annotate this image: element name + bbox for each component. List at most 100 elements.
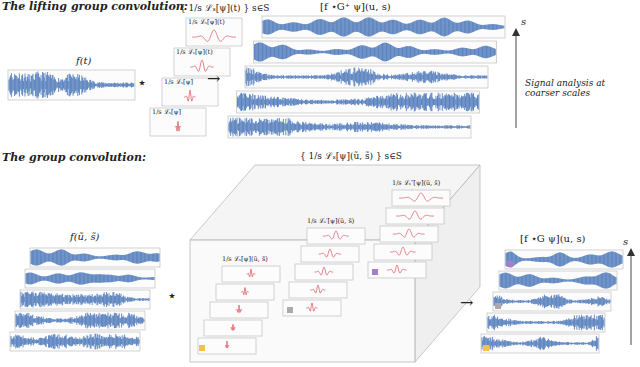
signal-waveform	[9, 72, 134, 99]
annotation: Signal analysis at coarser scales	[525, 78, 633, 99]
section-heading: The lifting group convolution:	[2, 1, 188, 14]
signal-waveform	[238, 93, 479, 112]
arrow-symbol: →	[207, 70, 220, 88]
position-marker	[372, 269, 378, 275]
wavelet-filter	[314, 267, 333, 275]
signal-plane	[237, 91, 480, 113]
axis-label: s	[623, 236, 628, 248]
arrow-symbol: →	[460, 294, 473, 312]
filter-label: 1/s ℒₛ[ψ](ũ, s̃)	[222, 256, 268, 263]
signal-waveform	[246, 68, 487, 87]
axis-label: s	[521, 16, 526, 28]
signal-waveform	[263, 18, 504, 37]
signal-plane	[25, 269, 155, 288]
position-marker	[507, 261, 513, 267]
signal-plane	[262, 16, 505, 38]
wavelet-filter	[323, 231, 349, 239]
filter-label: 1/s ℒₛ[ψ]	[164, 79, 193, 86]
filter-bank-label: { 1/s ℒₛ[ψ](ũ, s̃) } s∈S	[300, 151, 402, 161]
signal-waveform	[26, 272, 154, 284]
filter-label: 1/s ℒₛ[ψ]	[152, 109, 181, 116]
position-marker	[287, 307, 293, 313]
signal-plane	[174, 48, 230, 76]
signal-plane	[216, 284, 274, 300]
output-label: [f ⋆G⁺ ψ](u, s)	[320, 1, 391, 13]
wavelet-filter	[399, 193, 443, 201]
signal-plane	[222, 266, 280, 282]
signal-plane	[228, 116, 471, 138]
signal-plane	[10, 332, 140, 351]
signal-plane	[283, 300, 341, 316]
signal-plane	[295, 264, 353, 280]
signal-plane	[301, 246, 359, 262]
wavelet-filter	[236, 305, 242, 313]
signal-plane	[368, 262, 426, 278]
position-marker	[495, 303, 501, 309]
signal-name: f(ũ, s̃)	[70, 231, 99, 243]
wavelet-filter	[192, 30, 236, 41]
signal-plane	[8, 70, 135, 100]
filter-bank-label: { 1/s ℒₛ[ψ](t) } s∈S	[180, 3, 269, 13]
signal-plane	[245, 66, 488, 88]
signal-plane	[30, 248, 160, 267]
filter-label: 1/s ℒₛ[ψ](t)	[188, 19, 225, 26]
signal-plane	[150, 108, 206, 136]
convolution-symbol: ⋆	[137, 74, 147, 92]
wavelet-filter	[241, 288, 249, 295]
signal-waveform	[16, 313, 144, 329]
wavelet-filter	[310, 285, 325, 293]
signal-plane	[392, 190, 450, 206]
signal-plane	[307, 228, 365, 244]
wavelet-filter	[390, 247, 416, 255]
signal-waveform	[21, 292, 149, 308]
filter-label: 1/s ℒₛ′[ψ](ũ, s̃)	[307, 218, 354, 225]
signal-waveform	[494, 294, 610, 309]
signal-plane	[493, 292, 611, 311]
signal-name: f(t)	[76, 55, 92, 67]
signal-plane	[20, 290, 150, 309]
signal-plane	[186, 18, 242, 46]
signal-plane	[505, 250, 623, 269]
convolution-symbol: ⋆	[167, 287, 177, 305]
signal-plane	[254, 41, 497, 63]
signal-waveform	[506, 252, 622, 268]
signal-waveform	[31, 250, 159, 266]
signal-waveform	[500, 273, 616, 289]
wavelet-filter	[396, 211, 434, 219]
signal-plane	[210, 302, 268, 318]
wavelet-filter	[175, 122, 181, 132]
scale-axis	[631, 252, 632, 345]
position-marker	[199, 345, 205, 351]
output-label: [f ⋆G ψ](u, s)	[520, 233, 585, 245]
filter-label: 1/s ℒₛ″[ψ](ũ, s̃)	[392, 180, 440, 187]
signal-waveform	[229, 118, 470, 137]
wavelet-filter	[306, 303, 318, 311]
signal-plane	[481, 334, 599, 353]
signal-plane	[204, 320, 262, 336]
signal-plane	[380, 226, 438, 242]
signal-plane	[499, 271, 617, 290]
signal-waveform	[482, 336, 598, 351]
signal-plane	[487, 313, 605, 332]
signal-waveform	[488, 315, 604, 331]
wavelet-filter	[393, 229, 425, 237]
signal-plane	[386, 208, 444, 224]
wavelet-filter	[230, 324, 235, 330]
wavelet-filter	[225, 341, 229, 348]
scale-axis	[516, 32, 517, 128]
signal-waveform	[255, 43, 496, 62]
wavelet-filter	[184, 90, 196, 101]
section-heading: The group convolution:	[2, 152, 146, 165]
wavelet-filter	[319, 249, 341, 257]
signal-plane	[15, 311, 145, 330]
filter-label: 1/s ℒₛ[ψ](t)	[176, 49, 213, 56]
wavelet-filter	[247, 269, 256, 277]
position-marker	[483, 345, 489, 351]
signal-plane	[289, 282, 347, 298]
signal-plane	[374, 244, 432, 260]
wavelet-filter	[387, 265, 407, 273]
signal-waveform	[11, 334, 139, 350]
generated-signals	[8, 16, 623, 354]
